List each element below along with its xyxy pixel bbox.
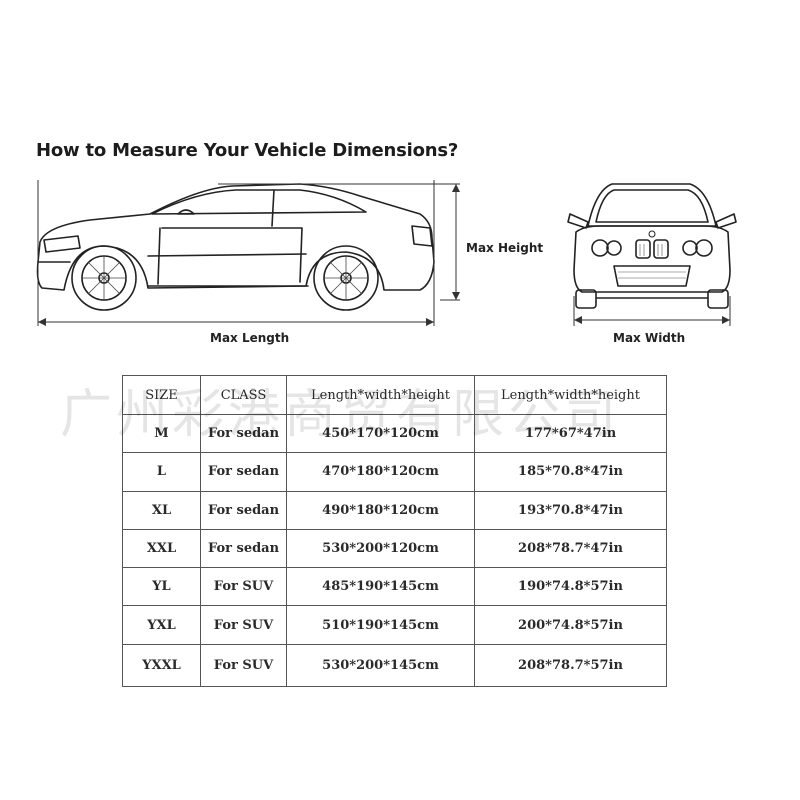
cell-class: For sedan (200, 490, 287, 530)
page-title: How to Measure Your Vehicle Dimensions? (36, 140, 459, 161)
cell-cm: 485*190*145cm (286, 567, 475, 607)
cell-in: 208*78.7*57in (474, 643, 667, 688)
cell-in: 200*74.8*57in (474, 605, 667, 645)
cell-size: XL (122, 490, 201, 530)
cell-size: XXL (122, 528, 201, 569)
table-row: YL For SUV 485*190*145cm 190*74.8*57in (122, 567, 667, 607)
cell-size: M (122, 413, 201, 454)
cell-in: 190*74.8*57in (474, 567, 667, 607)
cell-cm: 450*170*120cm (286, 413, 475, 454)
cell-size: L (122, 452, 201, 492)
table-row: L For sedan 470*180*120cm 185*70.8*47in (122, 452, 667, 492)
cell-class: For sedan (200, 528, 287, 569)
cell-class: For SUV (200, 567, 287, 607)
cell-cm: 510*190*145cm (286, 605, 475, 645)
cell-cm: 470*180*120cm (286, 452, 475, 492)
cell-size: YXXL (122, 643, 201, 688)
cell-class: For sedan (200, 413, 287, 454)
table-header-row: SIZE CLASS Length*width*height Length*wi… (122, 375, 667, 415)
cell-in: 185*70.8*47in (474, 452, 667, 492)
cell-cm: 530*200*120cm (286, 528, 475, 569)
cell-in: 177*67*47in (474, 413, 667, 454)
max-length-label: Max Length (210, 331, 290, 345)
cell-size: YXL (122, 605, 201, 645)
header-dimensions-in: Length*width*height (474, 375, 667, 415)
header-dimensions-cm: Length*width*height (286, 375, 475, 415)
table-row: YXXL For SUV 530*200*145cm 208*78.7*57in (122, 643, 667, 688)
front-view-car-illustration (567, 183, 737, 326)
cell-cm: 490*180*120cm (286, 490, 475, 530)
cell-class: For SUV (200, 605, 287, 645)
header-size: SIZE (122, 375, 201, 415)
cell-class: For sedan (200, 452, 287, 492)
cell-cm: 530*200*145cm (286, 643, 475, 688)
size-chart-table: SIZE CLASS Length*width*height Length*wi… (122, 375, 667, 688)
max-height-label: Max Height (466, 241, 544, 255)
table-row: XXL For sedan 530*200*120cm 208*78.7*47i… (122, 528, 667, 569)
table-row: XL For sedan 490*180*120cm 193*70.8*47in (122, 490, 667, 530)
side-view-car-illustration (36, 180, 460, 326)
cell-class: For SUV (200, 643, 287, 688)
max-width-label: Max Width (613, 331, 686, 345)
table-row: M For sedan 450*170*120cm 177*67*47in (122, 413, 667, 454)
table-row: YXL For SUV 510*190*145cm 200*74.8*57in (122, 605, 667, 645)
cell-in: 208*78.7*47in (474, 528, 667, 569)
cell-in: 193*70.8*47in (474, 490, 667, 530)
header-class: CLASS (200, 375, 287, 415)
cell-size: YL (122, 567, 201, 607)
